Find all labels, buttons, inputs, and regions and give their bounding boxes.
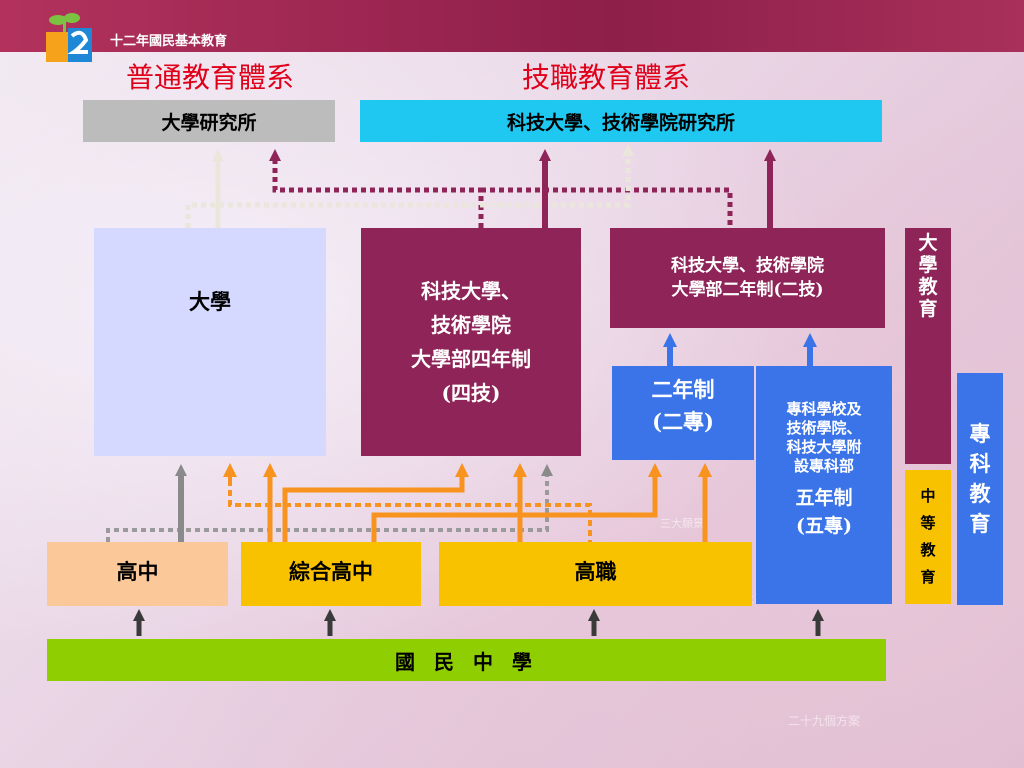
label-tech-four-year-3: 大學部四年制 (411, 347, 531, 371)
label-five-year-5: 五年制 (795, 487, 853, 509)
box-tech-two-year: 科技大學、技術學院 大學部二年制(二技) (610, 228, 885, 328)
logo-text: 十二年國民基本教育 (110, 34, 228, 49)
label-tech-graduate-school: 科技大學、技術學院研究所 (506, 111, 735, 134)
label-college-edu-1: 專 (969, 421, 991, 446)
label-mid-edu-3: 教 (920, 541, 936, 559)
box-college-education: 專 科 教 育 (957, 373, 1003, 605)
label-mid-edu-1: 中 (920, 487, 936, 505)
label-graduate-school: 大學研究所 (161, 111, 257, 134)
label-five-year-6: (五專) (796, 515, 852, 537)
label-five-year-1: 專科學校及 (786, 400, 862, 418)
label-five-year-2: 技術學院、 (786, 419, 862, 437)
watermark-text-1: 三大願景 (660, 517, 704, 530)
label-uni-edu-4: 育 (918, 298, 938, 320)
label-tech-two-year-2: 大學部二年制(二技) (671, 280, 824, 300)
box-tech-four-year: 科技大學、 技術學院 大學部四年制 (四技) (361, 228, 581, 456)
label-vocational-high-school: 高職 (574, 559, 617, 584)
box-university-education: 大 學 教 育 (905, 228, 951, 464)
box-graduate-school: 大學研究所 (83, 100, 335, 142)
header-bar (0, 0, 1024, 52)
box-secondary-education: 中 等 教 育 (905, 470, 951, 604)
box-comprehensive-high-school: 綜合高中 (241, 542, 421, 606)
label-two-year-1: 二年制 (651, 377, 715, 402)
box-vocational-high-school: 高職 (439, 542, 752, 606)
label-high-school: 高中 (116, 559, 159, 584)
label-uni-edu-3: 教 (918, 276, 938, 298)
logo-icon (46, 13, 92, 62)
label-mid-edu-4: 育 (920, 568, 936, 586)
box-five-year-college: 專科學校及 技術學院、 科技大學附 設專科部 五年制 (五專) (756, 366, 892, 604)
label-tech-two-year-1: 科技大學、技術學院 (671, 256, 824, 276)
label-tech-four-year-1: 科技大學、 (421, 279, 521, 303)
watermark-text-3: 二十九個方案 (788, 714, 861, 728)
label-tech-four-year-4: (四技) (441, 381, 501, 405)
label-college-edu-2: 科 (969, 451, 991, 476)
label-comprehensive-high-school: 綜合高中 (289, 559, 373, 584)
label-two-year-2: (二專) (652, 409, 714, 434)
heading-general-education: 普通教育體系 (126, 61, 295, 94)
label-mid-edu-2: 等 (920, 514, 936, 532)
box-junior-high-school: 國 民 中 學 (47, 639, 886, 681)
label-tech-four-year-2: 技術學院 (431, 313, 511, 337)
label-university: 大學 (189, 289, 231, 314)
label-college-edu-4: 育 (969, 511, 991, 536)
label-five-year-3: 科技大學附 (786, 438, 862, 456)
label-uni-edu-2: 學 (918, 254, 938, 276)
box-two-year-college: 二年制 (二專) (612, 366, 754, 460)
heading-vocational-education: 技職教育體系 (522, 61, 691, 94)
box-university: 大學 (94, 228, 326, 456)
label-five-year-4: 設專科部 (793, 457, 854, 475)
label-junior-high-school: 國 民 中 學 (395, 649, 538, 674)
label-uni-edu-1: 大 (918, 232, 938, 254)
box-high-school: 高中 (47, 542, 228, 606)
label-college-edu-3: 教 (969, 481, 991, 506)
box-tech-graduate-school: 科技大學、技術學院研究所 (360, 100, 882, 142)
